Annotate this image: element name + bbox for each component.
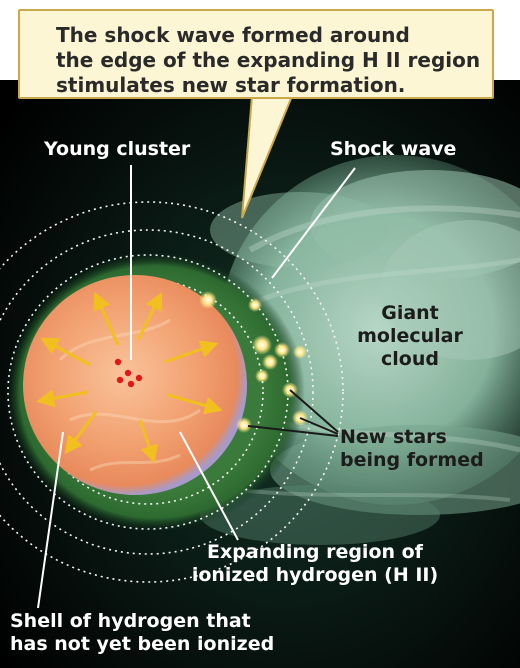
leader-lines [37, 165, 356, 609]
callout-box: The shock wave formed around the edge of… [18, 9, 494, 99]
new-stars [199, 291, 308, 433]
molecular-cloud [200, 155, 520, 545]
shock-wave-label: Shock wave [330, 138, 457, 160]
shell-label: Shell of hydrogen that has not yet been … [10, 610, 274, 656]
new-stars-leaders [247, 389, 339, 437]
expansion-arrows [36, 291, 223, 464]
callout-text: The shock wave formed around the edge of… [56, 23, 480, 98]
giant-label-line-3: cloud [381, 348, 439, 370]
young-cluster-label: Young cluster [44, 138, 191, 160]
expanding-line-2: ionized hydrogen (H II) [191, 564, 439, 586]
new-stars-line-2: being formed [340, 449, 484, 471]
expanding-line-1: Expanding region of [207, 541, 423, 563]
young-cluster-stars [114, 358, 143, 388]
callout-line-2: the edge of the expanding H II region [56, 48, 481, 72]
expanding-region-label: Expanding region of ionized hydrogen (H … [170, 541, 460, 587]
giant-label-line-2: molecular [357, 325, 463, 347]
callout-line-3: stimulates new star formation. [56, 73, 406, 97]
giant-label-line-1: Giant [381, 302, 439, 324]
new-stars-label: New stars being formed [340, 426, 484, 472]
shell-line-2: has not yet been ionized [10, 633, 275, 655]
shell-line-1: Shell of hydrogen that [10, 610, 251, 632]
callout-line-1: The shock wave formed around [56, 23, 410, 47]
giant-molecular-cloud-label: Giant molecular cloud [355, 302, 465, 371]
new-stars-line-1: New stars [340, 426, 447, 448]
